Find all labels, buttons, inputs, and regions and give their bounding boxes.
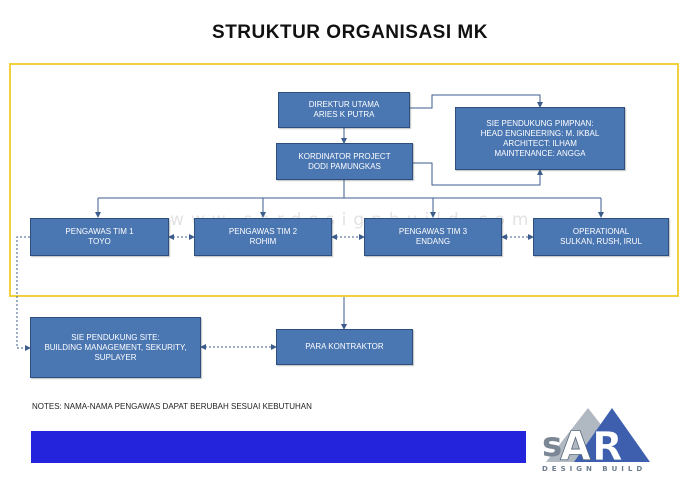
- box-sie-pimpinan-line-2: HEAD ENGINEERING: M. IKBAL: [480, 128, 600, 138]
- footer-bar: [31, 431, 526, 463]
- box-tim1-line-1: PENGAWAS TIM 1: [65, 227, 134, 236]
- page-title: STRUKTUR ORGANISASI MK: [212, 22, 488, 43]
- box-kordinator-line-1: KORDINATOR PROJECT: [298, 151, 391, 161]
- box-kordinator-line-2: DODI PAMUNGKAS: [308, 161, 381, 171]
- box-tim2-line-2: ROHIM: [249, 237, 277, 246]
- box-operational-line-1: OPERATIONAL: [572, 227, 630, 236]
- box-tim3-line-2: ENDANG: [415, 237, 451, 246]
- line-direktur-sie-pimpinan: [410, 94, 543, 109]
- svg-text:R: R: [592, 424, 623, 470]
- box-direktur-utama-line-1: DIREKTUR UTAMA: [308, 100, 380, 109]
- box-sie-pimpinan-line-3: ARCHITECT: ILHAM: [503, 138, 577, 148]
- box-pengawas-tim-3: PENGAWAS TIM 3 ENDANG: [364, 218, 502, 256]
- svg-text:s: s: [542, 425, 562, 465]
- box-kontraktor-line-1: PARA KONTRAKTOR: [305, 342, 384, 351]
- sar-logo-icon: s A R: [542, 408, 650, 470]
- box-sie-pimpinan-line-4: MAINTENANCE: ANGGA: [494, 148, 586, 158]
- dashed-tim1-sie-site: [16, 236, 31, 351]
- box-sie-site-line-2: BUILDING MANAGEMENT, SEKURITY,: [44, 342, 187, 352]
- box-direktur-utama: DIREKTUR UTAMA ARIES K PUTRA: [278, 92, 410, 128]
- box-tim1-line-2: TOYO: [88, 237, 111, 246]
- svg-text:A: A: [560, 424, 591, 470]
- main-structure-frame: [9, 63, 679, 297]
- box-direktur-utama-line-2: ARIES K PUTRA: [313, 110, 375, 119]
- box-pengawas-tim-1: PENGAWAS TIM 1 TOYO: [30, 218, 169, 256]
- box-sie-site-line-3: SUPLAYER: [94, 352, 137, 362]
- box-sie-site-line-1: SIE PENDUKUNG SITE:: [71, 332, 160, 342]
- box-operational-line-2: SULKAN, RUSH, IRUL: [560, 237, 642, 246]
- box-sie-pendukung-site: SIE PENDUKUNG SITE: BUILDING MANAGEMENT,…: [30, 317, 201, 378]
- line-kordinator-sie-pimpinan: [413, 162, 543, 186]
- box-sie-pimpinan-line-1: SIE PENDUKUNG PIMPNAN:: [486, 118, 594, 128]
- box-para-kontraktor: PARA KONTRAKTOR: [276, 329, 413, 365]
- logo-subtitle: DESIGN BUILD: [542, 465, 647, 473]
- box-tim2-line-1: PENGAWAS TIM 2: [228, 227, 298, 236]
- box-sie-pendukung-pimpinan: SIE PENDUKUNG PIMPNAN: HEAD ENGINEERING:…: [455, 107, 625, 170]
- box-kordinator-project: KORDINATOR PROJECT DODI PAMUNGKAS: [276, 143, 413, 180]
- notes-text: NOTES: NAMA-NAMA PENGAWAS DAPAT BERUBAH …: [32, 402, 312, 411]
- box-operational: OPERATIONAL SULKAN, RUSH, IRUL: [533, 218, 669, 256]
- box-tim3-line-1: PENGAWAS TIM 3: [398, 227, 468, 236]
- box-pengawas-tim-2: PENGAWAS TIM 2 ROHIM: [194, 218, 332, 256]
